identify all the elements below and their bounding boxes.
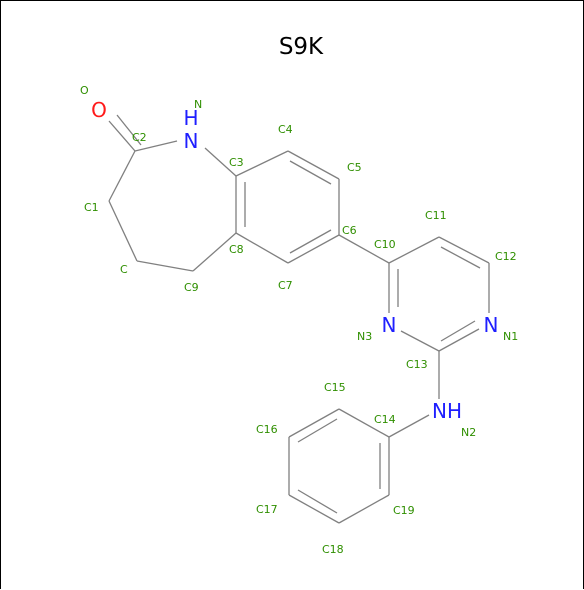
bond-c6-c7-double [289, 229, 332, 254]
index-c17: C17 [256, 503, 278, 516]
index-c8: C8 [229, 243, 244, 256]
bond-c2-o-double [116, 114, 142, 146]
index-c19: C19 [393, 504, 415, 517]
index-c: C [120, 263, 128, 276]
amide-nitrogen-label: N [184, 129, 199, 153]
index-c14: C14 [374, 413, 396, 426]
bond-c10-c11 [388, 236, 440, 264]
bond-c2-o [108, 120, 136, 152]
bond-c6-c7 [287, 234, 340, 264]
bond-c6-c10 [338, 234, 390, 264]
bond-c4-c5-double [289, 160, 332, 185]
bond-n2-c14 [388, 414, 430, 438]
bond-c11-c12 [438, 236, 490, 264]
bond-c9-c8 [192, 232, 237, 272]
atom-labels: O H N N N NH [91, 98, 498, 423]
index-c9: C9 [184, 281, 199, 294]
index-c5: C5 [347, 161, 362, 174]
bonds [108, 114, 490, 524]
n1-atom-label: N [484, 313, 499, 337]
bond-c-c9 [136, 260, 194, 272]
n3-atom-label: N [382, 313, 397, 337]
molecule-title: S9K [279, 34, 324, 60]
bond-c11-c12-double [440, 246, 481, 269]
bond-c14-c15 [338, 408, 390, 438]
index-c12: C12 [495, 250, 517, 263]
bond-n1-c13 [438, 328, 480, 352]
bond-c15-c16 [288, 408, 340, 438]
index-n3: N3 [357, 330, 372, 343]
bond-c3-c4 [235, 150, 289, 177]
index-c4: C4 [278, 123, 293, 136]
bond-c15-c16-double [297, 418, 338, 443]
index-c18: C18 [322, 543, 344, 556]
bond-c4-c5 [287, 150, 340, 180]
bond-c2-c1 [108, 150, 136, 202]
bond-c13-n3 [400, 330, 440, 352]
oxygen-atom-label: O [91, 98, 107, 122]
amide-nitrogen-h-label: H [183, 106, 198, 130]
index-n: N [194, 98, 202, 111]
index-o: O [80, 84, 89, 97]
bond-c1-c [108, 200, 138, 262]
index-c2: C2 [132, 131, 147, 144]
bond-c18-c19 [338, 494, 390, 524]
index-n1: N1 [503, 330, 518, 343]
index-c3: C3 [229, 156, 244, 169]
index-c16: C16 [256, 423, 278, 436]
index-c11: C11 [425, 209, 447, 222]
index-c10: C10 [374, 238, 396, 251]
index-c6: C6 [342, 224, 357, 237]
n2-atom-label: NH [432, 399, 462, 423]
index-c1: C1 [84, 201, 99, 214]
bond-n1-c13-double [440, 320, 476, 342]
index-c7: C7 [278, 279, 293, 292]
bond-n-c3 [204, 147, 237, 177]
index-c15: C15 [324, 381, 346, 394]
bond-c17-c18 [288, 494, 340, 524]
index-c13: C13 [406, 358, 428, 371]
bond-c17-c18-double [297, 489, 338, 514]
atom-indices: O N C2 C1 C C9 C8 C3 C4 C5 C6 C7 C10 C11… [80, 84, 518, 556]
index-n2: N2 [461, 426, 476, 439]
bond-c2-n [134, 140, 178, 152]
bond-c7-c8 [235, 232, 289, 264]
